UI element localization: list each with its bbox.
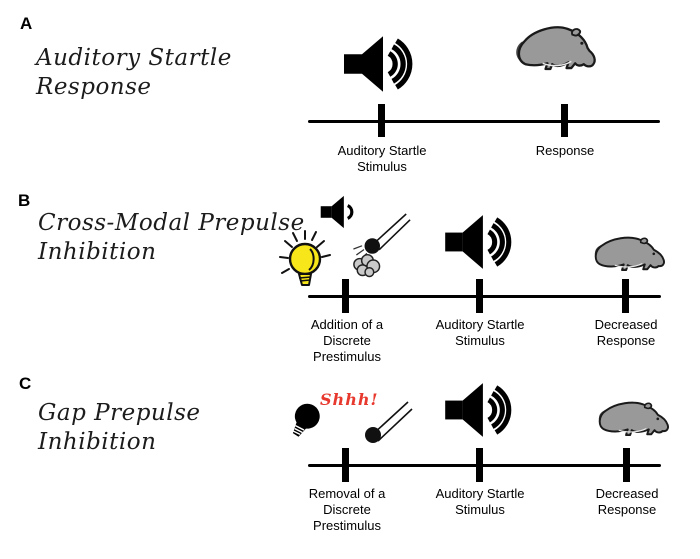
panel-a-tick-stimulus [378,104,385,137]
label-line: Stimulus [357,159,407,174]
lightbulb-off-icon [292,403,320,437]
label-line: Stimulus [455,502,505,517]
panel-c-title: Gap Prepulse Inhibition [38,399,201,458]
panel-c-timeline [308,464,661,467]
panel-a-event-label-stimulus: Auditory Startle Stimulus [338,143,427,175]
label-line: Response [596,333,656,348]
panel-b-timeline [308,295,661,298]
quiet-speaker-icon [320,195,354,229]
panel-b-title-line2: Inhibition [38,239,157,266]
panel-c-title-line1: Gap Prepulse [38,400,201,426]
panel-c-event-label-response: Decreased Response [596,486,659,518]
label-line: Stimulus [455,333,505,348]
panel-b-event-label-prestimulus: Addition of a Discrete Prestimulus [311,317,383,365]
air-puff-rod-icon [365,401,413,443]
loud-speaker-icon [344,36,413,92]
panel-b-event-label-stimulus: Auditory Startle Stimulus [436,317,525,349]
label-line: Response [597,502,657,517]
panel-a-event-label-response: Response [536,143,595,159]
shhh-text: Shhh! [320,390,379,409]
label-line: Discrete [323,333,371,348]
label-line: Prestimulus [313,518,381,533]
label-line: Removal of a [308,486,386,501]
loud-speaker-icon [445,215,512,269]
panel-c-event-label-stimulus: Auditory Startle Stimulus [436,486,525,518]
label-line: Prestimulus [313,349,381,364]
lightbulb-on-icon [279,230,331,286]
panel-c-letter: C [19,374,32,393]
air-puff-icon [353,213,411,278]
panel-b-title: Cross-Modal Prepulse Inhibition [38,209,305,268]
panel-a-title-line1: Auditory Startle [36,45,232,71]
panel-a-title: Auditory Startle Response [36,44,232,103]
label-line: Decreased [595,486,659,501]
panel-a-tick-response [561,104,568,137]
panel-a-title-line2: Response [36,74,152,101]
rat-icon [516,26,596,71]
label-line: Auditory Startle [435,486,525,501]
panel-a-timeline [308,120,660,123]
panel-b-tick-prestimulus [342,279,349,313]
panel-c-tick-prestimulus [342,448,349,482]
label-line: Auditory Startle [435,317,525,332]
panel-a-letter: A [20,14,33,33]
loud-speaker-icon [445,383,512,437]
panel-b-event-label-response: Decreased Response [595,317,658,349]
panel-c-tick-response [623,448,630,482]
label-line: Auditory Startle [337,143,427,158]
label-line: Discrete [323,502,371,517]
panel-b-tick-response [622,279,629,313]
panel-b-title-line1: Cross-Modal Prepulse [38,210,305,236]
panel-c-title-line2: Inhibition [38,429,157,456]
panel-c-tick-stimulus [476,448,483,482]
label-line: Response [535,143,595,158]
label-line: Decreased [594,317,658,332]
rat-icon [594,236,665,272]
panel-b-letter: B [18,191,31,210]
rat-icon [598,401,669,437]
label-line: Addition of a [310,317,384,332]
panel-b-tick-stimulus [476,279,483,313]
panel-c-event-label-prestimulus: Removal of a Discrete Prestimulus [309,486,386,534]
